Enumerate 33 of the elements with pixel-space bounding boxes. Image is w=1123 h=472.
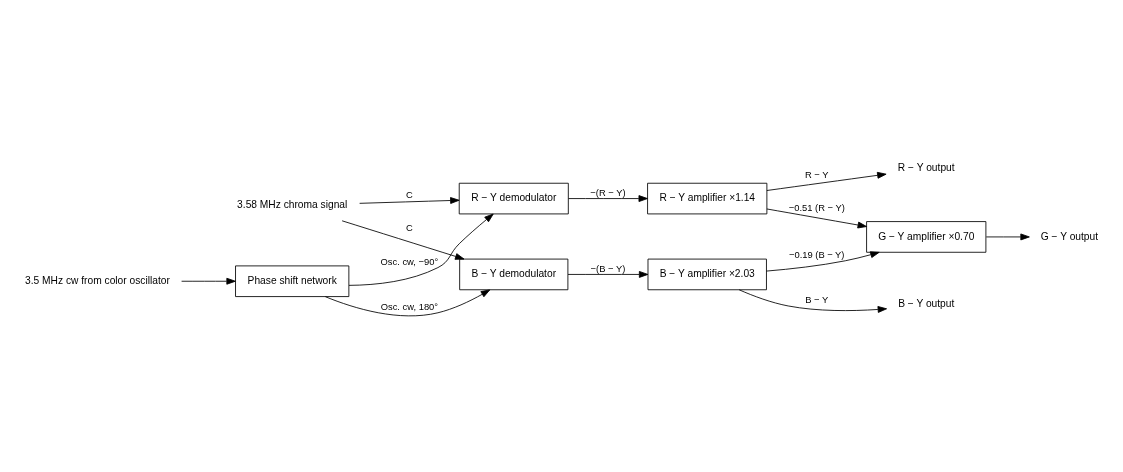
- arrow: [568, 194, 648, 202]
- edge-label: −0.19 (B − Y): [788, 249, 845, 260]
- arrow: [348, 213, 494, 286]
- node-box: B − Y amplifier ×2.03: [647, 258, 767, 290]
- node-text: 3.58 MHz chroma signal: [237, 198, 348, 210]
- arrow: [766, 171, 887, 191]
- node-box: B − Y demodulator: [459, 258, 569, 290]
- arrow: [341, 219, 465, 260]
- arrow: [766, 208, 867, 228]
- node-box: G − Y amplifier ×0.70: [866, 220, 987, 253]
- node-text: R − Y output: [897, 161, 955, 173]
- arrow: [181, 277, 236, 285]
- edge-label: −(B − Y): [590, 263, 626, 274]
- edge-label: C: [406, 222, 413, 233]
- edge-label: B − Y: [805, 294, 829, 305]
- node-text: 3.5 MHz cw from color oscillator: [25, 274, 170, 286]
- node-box: R − Y amplifier ×1.14: [647, 182, 768, 214]
- arrow: [324, 289, 491, 316]
- node-text: G − Y output: [1040, 230, 1099, 242]
- node-box: R − Y demodulator: [458, 182, 569, 214]
- arrow: [567, 270, 649, 278]
- arrow: [766, 250, 880, 271]
- edge-label: Osc. cw, 180°: [380, 301, 439, 312]
- edge-label: C: [406, 189, 413, 200]
- edge-label: −0.51 (R − Y): [788, 202, 845, 213]
- edge-label: −(R − Y): [590, 187, 626, 198]
- node-box: Phase shift network: [235, 264, 350, 297]
- arrow: [359, 196, 460, 204]
- arrow: [985, 233, 1030, 240]
- node-text: B − Y output: [898, 297, 955, 309]
- arrow: [738, 288, 888, 313]
- edge-label: R − Y: [804, 169, 829, 180]
- edge-label: Osc. cw, −90°: [380, 256, 439, 267]
